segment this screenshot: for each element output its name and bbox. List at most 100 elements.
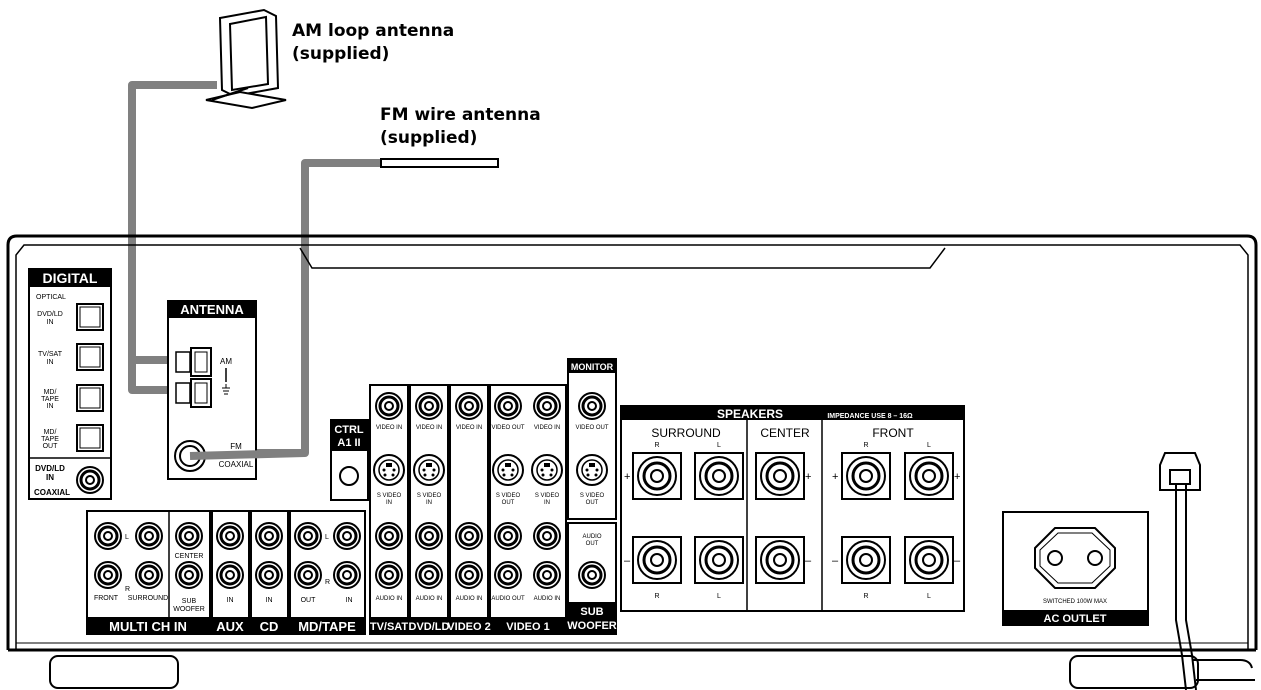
optical-md-in-jack[interactable]: [76, 384, 104, 412]
coaxial-dvd-in-jack[interactable]: [75, 465, 105, 495]
multi-front-label: FRONT: [94, 595, 119, 602]
multi-surround-l-jack[interactable]: [134, 521, 164, 551]
sub-woofer-out-label: OUT: [586, 541, 599, 547]
md-tape-out-l-jack[interactable]: [293, 521, 323, 551]
optical-md-out-label-2: TAPE: [41, 436, 59, 443]
surround-r-top-label: R: [654, 442, 659, 449]
multi-sub-woofer-jack[interactable]: [174, 560, 204, 590]
aux-in-label: IN: [227, 597, 234, 604]
ctrl-label-1: CTRL: [334, 424, 364, 436]
cd-r-jack[interactable]: [254, 560, 284, 590]
md-tape-in-label: IN: [346, 597, 353, 604]
front-l-minus-sign: –: [954, 555, 961, 567]
optical-md-out-label-1: MD/: [44, 429, 57, 436]
tvsat-video-in-jack[interactable]: [374, 391, 404, 421]
video2-audio-l-jack[interactable]: [454, 521, 484, 551]
video1-title: VIDEO 1: [506, 621, 549, 633]
multi-center-jack[interactable]: [174, 521, 204, 551]
md-tape-title: MD/TAPE: [298, 619, 356, 634]
fm-antenna-callout-line1: FM wire antenna: [380, 105, 541, 125]
coaxial-dvd-label-2: IN: [46, 473, 54, 482]
ctrl-a1-jack[interactable]: [339, 466, 359, 486]
dvdld-svideo-label: S VIDEO: [417, 493, 442, 499]
front-l-plus-terminal[interactable]: [903, 451, 955, 501]
ac-outlet-socket[interactable]: [1034, 527, 1116, 589]
front-l-minus-terminal[interactable]: [903, 535, 955, 585]
multi-front-r-jack[interactable]: [93, 560, 123, 590]
surround-r-minus-terminal[interactable]: [631, 535, 683, 585]
multi-surround-label: SURROUND: [128, 595, 168, 602]
tvsat-svideo-label: S VIDEO: [377, 493, 402, 499]
video1-video-in-label: VIDEO IN: [534, 425, 560, 431]
video2-audio-r-jack[interactable]: [454, 560, 484, 590]
sub-woofer-audio-out-jack[interactable]: [577, 560, 607, 590]
optical-dvd-label-1: DVD/LD: [37, 311, 63, 318]
front-r-minus-terminal[interactable]: [840, 535, 892, 585]
multi-woofer-label: WOOFER: [173, 606, 205, 613]
video1-svideo-out-label-2: OUT: [502, 500, 515, 506]
video1-svideo-in-jack[interactable]: [531, 454, 563, 486]
front-l-top-label: L: [927, 442, 931, 449]
multi-front-l-jack[interactable]: [93, 521, 123, 551]
monitor-svideo-label-2: OUT: [586, 500, 599, 506]
monitor-video-out-jack[interactable]: [577, 391, 607, 421]
multi-surround-r-jack[interactable]: [134, 560, 164, 590]
md-tape-in-r-jack[interactable]: [332, 560, 362, 590]
video1-audio-in-r-jack[interactable]: [532, 560, 562, 590]
monitor-section: MONITOR VIDEO OUT S VIDEO OUT: [567, 358, 617, 520]
video1-svideo-out-label-1: S VIDEO: [496, 493, 521, 499]
dvdld-video-in-jack[interactable]: [414, 391, 444, 421]
optical-md-in-label-1: MD/: [44, 389, 57, 396]
optical-dvd-label-2: IN: [47, 319, 54, 326]
sub-woofer-audio-label: AUDIO: [582, 534, 601, 540]
aux-l-jack[interactable]: [215, 521, 245, 551]
multi-l-label: L: [125, 534, 129, 541]
center-plus-terminal[interactable]: [754, 451, 806, 501]
video1-audio-in-l-jack[interactable]: [532, 521, 562, 551]
tvsat-svideo-in-jack[interactable]: [373, 454, 405, 486]
surround-l-top-label: L: [717, 442, 721, 449]
ac-outlet-title: AC OUTLET: [1044, 613, 1107, 625]
video1-svideo-out-jack[interactable]: [492, 454, 524, 486]
video1-audio-out-l-jack[interactable]: [493, 521, 523, 551]
tvsat-audio-r-jack[interactable]: [374, 560, 404, 590]
dvdld-audio-l-jack[interactable]: [414, 521, 444, 551]
center-minus-terminal[interactable]: [754, 535, 806, 585]
video2-video-in-jack[interactable]: [454, 391, 484, 421]
optical-dvd-in-jack[interactable]: [76, 303, 104, 331]
optical-tv-label-1: TV/SAT: [38, 351, 63, 358]
md-tape-in-l-jack[interactable]: [332, 521, 362, 551]
video1-video-in-jack[interactable]: [532, 391, 562, 421]
multi-ch-in-title: MULTI CH IN: [109, 619, 187, 634]
center-minus-sign: –: [805, 555, 812, 567]
sub-woofer-title-2: WOOFER: [567, 620, 617, 632]
video1-video-out-jack[interactable]: [493, 391, 523, 421]
cd-l-jack[interactable]: [254, 521, 284, 551]
video2-audio-in-label: AUDIO IN: [456, 596, 483, 602]
optical-md-out-jack[interactable]: [76, 424, 104, 452]
surround-r-plus-terminal[interactable]: [631, 451, 683, 501]
video1-svideo-in-label-2: IN: [544, 500, 550, 506]
video1-audio-in-label: AUDIO IN: [534, 596, 561, 602]
speakers-title: SPEAKERS: [717, 407, 783, 421]
surround-l-bottom-label: L: [717, 593, 721, 600]
md-tape-out-r-jack[interactable]: [293, 560, 323, 590]
dvdld-audio-r-jack[interactable]: [414, 560, 444, 590]
receiver-chassis: [6, 234, 1258, 689]
surround-l-plus-terminal[interactable]: [693, 451, 745, 501]
tvsat-audio-l-jack[interactable]: [374, 521, 404, 551]
front-r-plus-terminal[interactable]: [840, 451, 892, 501]
aux-r-jack[interactable]: [215, 560, 245, 590]
fm-antenna-callout: FM wire antenna (supplied): [380, 104, 541, 150]
front-r-plus-sign: +: [832, 471, 838, 483]
center-plus-sign: +: [805, 471, 811, 483]
dvdld-svideo-in-jack[interactable]: [413, 454, 445, 486]
aux-section: AUX IN: [211, 510, 250, 635]
ground-icon: [222, 384, 230, 395]
video2-title: VIDEO 2: [447, 621, 490, 633]
surround-l-minus-terminal[interactable]: [693, 535, 745, 585]
optical-tv-in-jack[interactable]: [76, 343, 104, 371]
monitor-svideo-out-jack[interactable]: [576, 454, 608, 486]
cd-title: CD: [260, 619, 279, 634]
video1-audio-out-r-jack[interactable]: [493, 560, 523, 590]
